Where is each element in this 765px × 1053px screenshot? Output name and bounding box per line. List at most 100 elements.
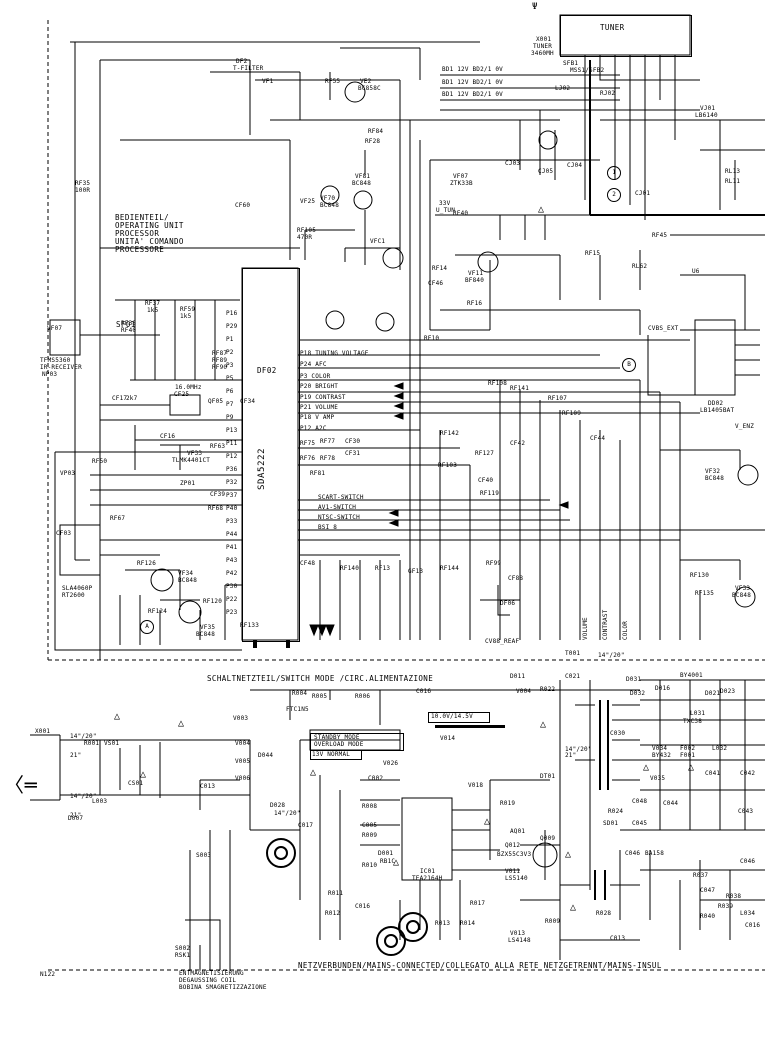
component-label: RF133 (240, 622, 260, 629)
component-label: R001 (84, 740, 100, 747)
component-label: VE2 (360, 78, 372, 85)
pin-label: P6 (226, 388, 234, 395)
component-label: C016 (416, 688, 432, 695)
component-label: TLMK4401CT (172, 457, 211, 464)
component-label: RB1C (380, 858, 396, 865)
component-label: C046 (625, 850, 641, 857)
component-label: R013 (435, 920, 451, 927)
plug-connector-icon (376, 926, 406, 956)
component-label: BC848 (732, 592, 752, 599)
degauss-line-2: DEGAUSSING COIL (179, 977, 237, 984)
component-label: CF42 (510, 440, 526, 447)
component-label: RF103 (438, 462, 458, 469)
component-label: RF140 (340, 565, 360, 572)
antenna-icon: Ψ (532, 2, 539, 12)
component-label: R017 (470, 900, 486, 907)
component-label: RSK1 (175, 952, 191, 959)
component-label: RF142 (440, 430, 460, 437)
component-label: 470R (297, 234, 313, 241)
degauss-line-3: BOBINA SMAGNETIZZAZIONE (179, 984, 267, 991)
component-label: C048 (632, 798, 648, 805)
component-label: RL11 (725, 178, 741, 185)
processor-chip (242, 268, 300, 642)
component-label: RF78 (320, 455, 336, 462)
component-label: V006 (235, 775, 251, 782)
component-label: D021 (705, 690, 721, 697)
component-label: RF40 (453, 210, 469, 217)
screen-size-label: 14"/20" (274, 810, 301, 817)
degauss-coil-label: ENTMAGNETISIERUNG DEGAUSSING COIL BOBINA… (179, 970, 267, 991)
component-label: CF44 (590, 435, 606, 442)
connector-a-icon: A (140, 620, 154, 634)
component-label: SLA4060P (62, 585, 93, 592)
pin-label: P3 (226, 362, 234, 369)
component-label: D011 (510, 673, 526, 680)
component-label: L031 (690, 710, 706, 717)
tuner-name: TUNER (533, 43, 553, 50)
component-label: C030 (610, 730, 626, 737)
component-label: LB6140 (695, 112, 718, 119)
component-label: U6 (692, 268, 700, 275)
component-label: V034 (652, 745, 668, 752)
standby-mode-label: STANDBY MODE (314, 734, 360, 741)
component-label: L034 (740, 910, 756, 917)
switch-mode-title: SCHALTNETZTEIL/SWITCH MODE /CIRC.ALIMENT… (207, 674, 434, 683)
component-label: R037 (693, 872, 709, 879)
mains-separation-line: NETZVERBUNDEN/MAINS-CONNECTED/COLLEGATO … (298, 961, 662, 970)
component-label: 16.0MHz (175, 384, 202, 391)
component-label: VF35 (200, 624, 216, 631)
component-label: R038 (726, 893, 742, 900)
component-label: BA158 (645, 850, 665, 857)
component-label: L003 (92, 798, 108, 805)
warning-icon: △ (114, 711, 121, 722)
component-label: V003 (233, 715, 249, 722)
component-label: DD02 (708, 400, 724, 407)
component-label: U_TUN (436, 207, 456, 214)
component-label: D001 (378, 850, 394, 857)
operating-unit-line-4: UNITA' COMANDO (115, 237, 184, 246)
component-label: CJ03 (505, 160, 521, 167)
component-label: RF50 (92, 458, 108, 465)
component-label: BC848 (178, 577, 198, 584)
component-label: RF89 (212, 357, 228, 364)
component-label: CVBS_EXT (648, 325, 679, 332)
component-label: BF840 (465, 277, 485, 284)
component-label: RF67 (110, 515, 126, 522)
connector-1-icon: 1 (607, 166, 621, 180)
pin-label: P13 (226, 427, 238, 434)
component-label: CJ05 (538, 168, 554, 175)
component-label: TFMS5360 (40, 357, 71, 364)
component-label: X001 (35, 728, 51, 735)
component-label: RF76 (300, 455, 316, 462)
component-label: DF06 (500, 600, 516, 607)
pin-label: P5 (226, 375, 234, 382)
warning-icon: △ (570, 902, 577, 913)
component-label: NP03 (42, 371, 58, 378)
component-label: V018 (468, 782, 484, 789)
component-label: RF59 (180, 306, 196, 313)
component-label: R010 (362, 862, 378, 869)
screen-size-label: 21" (70, 752, 82, 759)
component-label: VF34 (178, 570, 194, 577)
component-label: RF16 (467, 300, 483, 307)
tuner-box (560, 15, 692, 57)
component-label: RF14 (432, 265, 448, 272)
component-label: Q012 (505, 842, 521, 849)
plug-connector-icon (398, 912, 428, 942)
component-label: VJ01 (700, 105, 716, 112)
component-label: RF28 (365, 138, 381, 145)
component-label: VF07 (453, 173, 469, 180)
component-label: RF144 (440, 565, 460, 572)
component-label: RF35 (75, 180, 91, 187)
component-label: C043 (738, 808, 754, 815)
overload-mode-label: OVERLOAD MODE (314, 741, 364, 748)
warning-icon: △ (688, 762, 695, 773)
component-label: V004 (516, 688, 532, 695)
band-line-3: BD1 12V BD2/1 0V (442, 91, 503, 98)
component-label: L032 (712, 745, 728, 752)
operating-unit-line-1: BEDIENTEIL/ (115, 213, 170, 222)
component-label: C016 (745, 922, 761, 929)
pin-label: P32 (226, 479, 238, 486)
component-label: CJ01 (635, 190, 651, 197)
